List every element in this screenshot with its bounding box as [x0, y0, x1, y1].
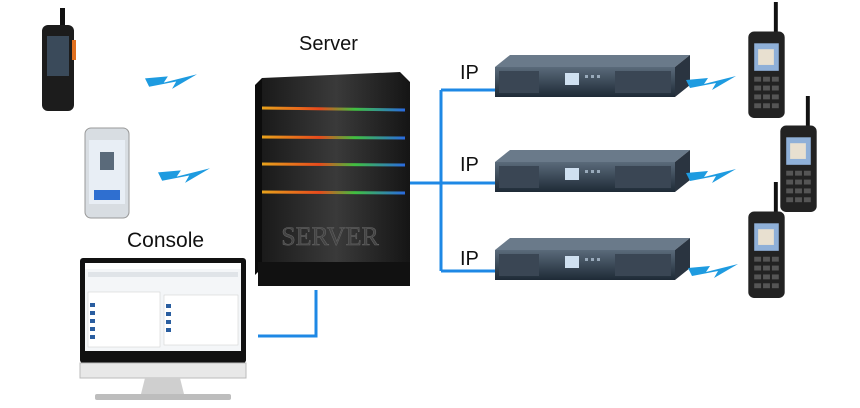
handheld-radio-icon — [42, 8, 76, 111]
console-label: Console — [127, 229, 205, 252]
svg-text:SERVER: SERVER — [281, 222, 379, 251]
ip-label-3: IP — [460, 248, 479, 270]
lightning-bolt-icon — [686, 169, 736, 183]
server-to-console-line — [258, 290, 318, 338]
lightning-bolt-icon — [145, 74, 197, 89]
handheld-radio-icon — [780, 96, 817, 213]
link-lines — [258, 88, 500, 338]
server-leds — [261, 106, 406, 195]
lightning-bolt-icon — [686, 76, 736, 90]
handheld-radio-icon — [748, 182, 785, 299]
repeater-rack-icon — [495, 238, 690, 280]
server-label: Server — [299, 33, 358, 55]
server-tower-icon: SERVER — [255, 72, 410, 286]
smartphone-icon — [84, 127, 130, 219]
handheld-radio-icon — [748, 2, 785, 119]
lightning-bolt-icon — [688, 264, 738, 278]
ip-label-2: IP — [460, 154, 479, 176]
lightning-bolt-icon — [158, 168, 210, 183]
console-monitor-icon — [79, 258, 247, 400]
repeater-rack-icon — [495, 150, 690, 192]
ip-label-1: IP — [460, 62, 479, 84]
repeater-rack-icon — [495, 55, 690, 97]
